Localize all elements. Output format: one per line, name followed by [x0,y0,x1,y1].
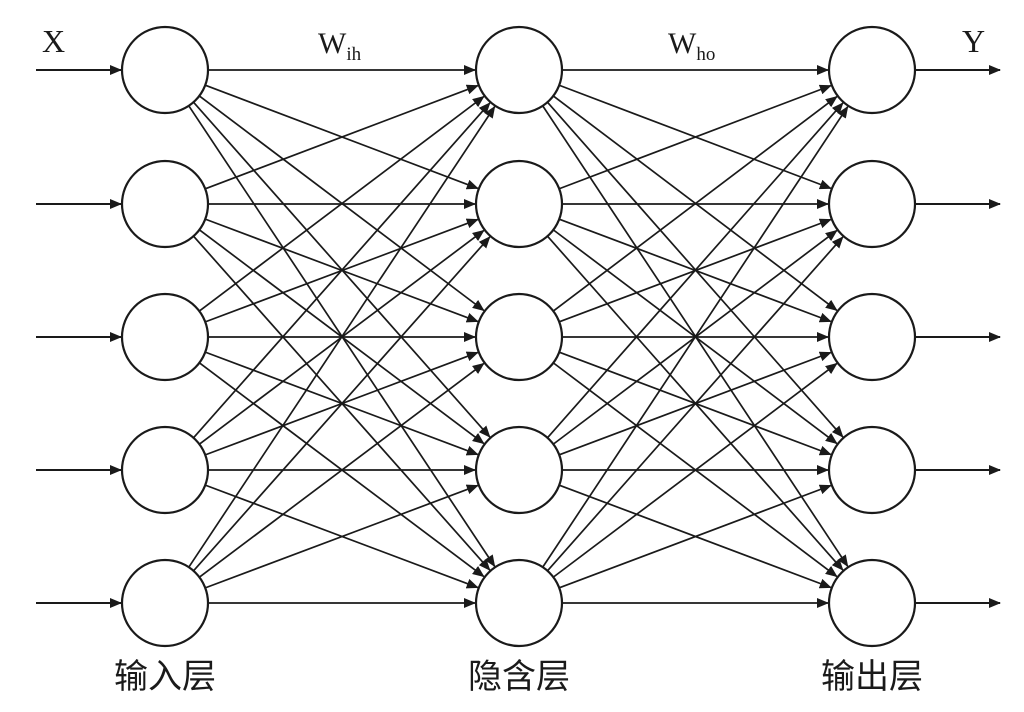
input-neuron [120,558,210,648]
hidden-neuron [474,558,564,648]
connections [188,65,849,608]
connection-edge [552,362,838,578]
hidden-neuron [474,159,564,249]
connection-edge [192,102,491,439]
input-neuron [120,159,210,249]
weight-symbol: W [668,27,697,60]
output-neuron [827,25,917,115]
connection-edge [546,102,844,439]
connection-edge [192,236,491,572]
weight-label-input-hidden: Wih [318,27,362,65]
input-neuron [120,292,210,382]
input-layer-label: 输入层 [114,657,216,697]
hidden-neuron [474,25,564,115]
output-layer-label: 输出层 [821,657,923,697]
connection-edge [188,105,496,568]
connection-edge [198,362,485,578]
neurons [120,25,917,648]
weight-subscript: ih [346,44,361,65]
hidden-layer-label: 隐含层 [468,657,570,697]
connection-edge [542,105,849,568]
weight-symbol: W [318,27,347,60]
output-neuron [827,292,917,382]
input-neuron [120,425,210,515]
weight-subscript: ho [696,44,715,65]
weight-label-hidden-output: Who [668,27,715,65]
input-neuron [120,25,210,115]
connection-edge [552,95,838,312]
output-variable-label: Y [962,23,985,59]
output-neuron [827,159,917,249]
connection-edge [204,484,479,589]
output-neuron [827,558,917,648]
input-variable-label: X [42,23,65,59]
connection-edge [558,84,832,190]
hidden-neuron [474,292,564,382]
connection-edge [546,236,844,572]
io-arrows [36,65,1001,608]
connection-edge [204,84,479,190]
connection-edge [198,95,485,312]
output-neuron [827,425,917,515]
connection-edge [558,484,832,589]
hidden-neuron [474,425,564,515]
